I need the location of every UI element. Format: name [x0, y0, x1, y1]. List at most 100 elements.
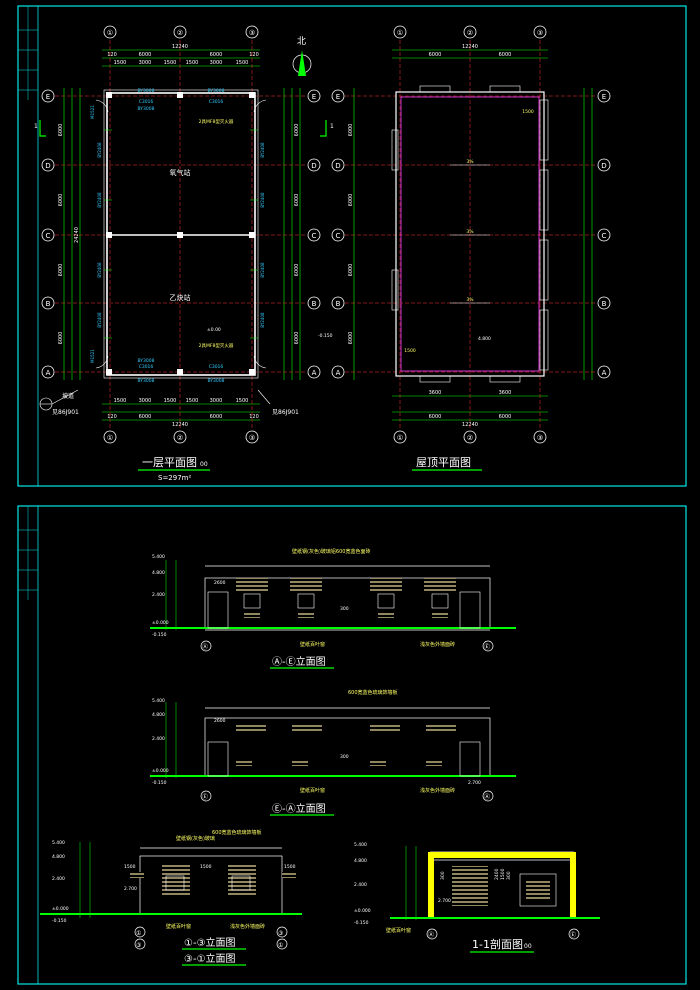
plan-side-tag-1: BY2408 [97, 142, 102, 158]
plan-top-subdim-5: 3000 [210, 60, 223, 66]
section-level-3: 2.400 [354, 882, 367, 888]
plan-top-dim-3: 6000 [210, 52, 223, 58]
section-dim-3: 1500 [500, 868, 506, 880]
section-title-suffix: 00 [524, 943, 532, 950]
roof-axis-row-d-right: D [601, 162, 606, 170]
roof-side-dim-4: 6000 [348, 332, 354, 345]
13-dim-3: 1500 [284, 864, 296, 870]
roof-plan: 北 ① ② ③ ① ② ③ E D C B A E D C B A [292, 25, 611, 471]
plan-side-tag-6: BY2408 [260, 192, 265, 208]
ae-dim-1: 2600 [214, 580, 226, 586]
plan-bottom-dim-1: 120 [107, 414, 117, 420]
roof-axis-row-c: C [336, 232, 341, 240]
section-level-5: -0.150 [354, 920, 369, 926]
13-level-2: 4.800 [52, 854, 65, 860]
ea-dim-1: 2600 [214, 718, 226, 724]
plan-top-dim-1: 120 [107, 52, 117, 58]
plan-window-tag-10: BY3008 [207, 378, 224, 384]
plan-side-tag-7: BY2408 [260, 262, 265, 278]
section-mark-right: 1 [330, 123, 334, 130]
roof-bottom-dim-1: 3600 [429, 390, 442, 396]
roof-axis-row-b: B [336, 300, 341, 308]
ae-axis-right: Ⓔ [484, 643, 490, 651]
section-level-inner: 2.700 [438, 898, 451, 904]
ae-note-mid: 壁纸百叶窗 [300, 641, 325, 648]
axis-row-e: E [46, 93, 50, 101]
plan-window-tag-1: BY3008 [137, 88, 154, 94]
plan-right-dim-2: 6000 [294, 194, 300, 207]
plan-right-dim-4: 6000 [294, 332, 300, 345]
ramp-ref: 见86J901 [52, 409, 79, 416]
ea-level-4: ±0.000 [152, 768, 169, 774]
roof-slope-1: 3% [466, 159, 474, 165]
ae-dim-2: 300 [340, 606, 349, 612]
room-acetylene-station: 乙炔站 [170, 293, 191, 302]
roof-slope-2: 3% [466, 229, 474, 235]
north-arrow: 北 [292, 36, 312, 76]
ea-dim-2: 300 [340, 754, 349, 760]
plan-level-note: ±0.00 [207, 327, 221, 333]
plan-left-dim-1: 6000 [58, 124, 64, 137]
extinguisher-note-bottom: 2具MF8型灭火器 [199, 342, 234, 349]
13-axis-right: ③ [278, 930, 283, 937]
plan-side-tag-4: BY2408 [97, 312, 102, 328]
plan-side-tag-8: BY2408 [260, 312, 265, 328]
axis-row-d-right: D [311, 162, 316, 170]
13-note-top: 600宽蓝色琉璃饰墙板 [212, 829, 262, 836]
plan-bottom-dim-2: 6000 [139, 414, 152, 420]
roof-slope-3: 3% [466, 297, 474, 303]
plan-bottom-subdim-3: 1500 [164, 398, 177, 404]
13-level-inner: 2.700 [124, 886, 137, 892]
plan-bottom-subdim-1: 1500 [114, 398, 127, 404]
section-level-4: ±0.000 [354, 908, 371, 914]
section-dim-1: 300 [440, 871, 446, 880]
ea-level-3: 2.400 [152, 736, 165, 742]
roof-axis-row-e: E [336, 93, 340, 101]
13-level-4: ±0.000 [52, 906, 69, 912]
elevation-1-3: 5.400 4.800 2.400 ±0.000 -0.150 2.700 15… [40, 829, 302, 966]
axis-row-c-right: C [312, 232, 317, 240]
ae-level-1: 5.400 [152, 554, 165, 560]
plan-side-tag-5: BY2408 [260, 142, 265, 158]
roof-axis-col-1-bottom: ① [397, 434, 403, 442]
plan-left-dim-3: 6000 [58, 264, 64, 277]
section-louvers [452, 866, 557, 907]
13-note-mid: 壁纸百叶窗 [166, 923, 191, 930]
roof-axis-row-b-right: B [602, 300, 607, 308]
13-level-3: 2.400 [52, 876, 65, 882]
roof-level: 4.800 [478, 336, 491, 342]
roof-axis-col-1: ① [397, 29, 403, 37]
ae-level-5: -0.150 [152, 632, 167, 638]
roof-title: 屋顶平面图 [416, 456, 471, 469]
13-louvers [130, 864, 296, 896]
axis-row-e-right: E [312, 93, 316, 101]
ae-title: Ⓐ-Ⓔ立面图 [272, 655, 326, 668]
plan-bottom-subdim-5: 3000 [210, 398, 223, 404]
axis-col-1-bottom: ① [107, 434, 113, 442]
plan-window-tag-3: BY3008 [137, 106, 154, 112]
roof-axis-row-c-right: C [602, 232, 607, 240]
ea-note-wall: 浅灰色外墙面砖 [420, 787, 455, 794]
plan-level-out: -0.150 [318, 333, 333, 339]
plan-window-tag-9: C3016 [209, 364, 224, 370]
top-sheet-inner [37, 5, 687, 487]
plan-top-subdim-3: 1500 [164, 60, 177, 66]
plan-bottom-dim-3: 6000 [210, 414, 223, 420]
plan-left-dim-2: 6000 [58, 194, 64, 207]
elevation-a-e: 5.400 4.800 2.400 ±0.000 -0.150 2600 300… [150, 548, 516, 669]
elevation-e-a: 5.400 4.800 2.400 ±0.000 -0.150 2.700 26… [150, 689, 516, 816]
plan-bottom-subdim-2: 3000 [139, 398, 152, 404]
13-title: ①-③立面图 [184, 936, 236, 949]
roof-axis-col-2-bottom: ② [467, 434, 473, 442]
ea-axis-left: Ⓔ [202, 793, 208, 801]
ea-title: Ⓔ-Ⓐ立面图 [272, 802, 326, 815]
plan-right-dim-3: 6000 [294, 264, 300, 277]
north-label: 北 [297, 36, 306, 47]
plan-window-tag-6: BY3008 [137, 358, 154, 364]
first-floor-plan: ① ② ③ ① ② ③ E D C B A E D C B A [34, 25, 334, 482]
plan-bottom-subdim-4: 1500 [186, 398, 199, 404]
plan-title-suffix: 00 [200, 461, 208, 468]
roof-axis-col-3: ③ [537, 29, 543, 37]
axis-col-1: ① [107, 29, 113, 37]
